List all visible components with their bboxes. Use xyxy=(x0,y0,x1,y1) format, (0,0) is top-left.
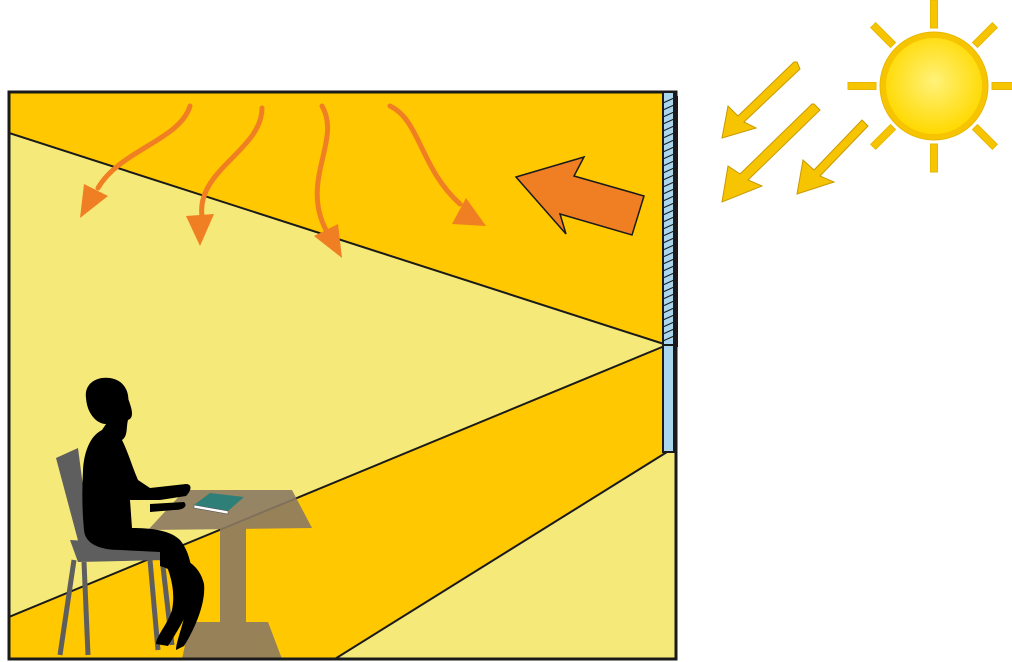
louver-slat xyxy=(662,265,675,272)
louver-slat xyxy=(662,328,675,335)
louver-slat xyxy=(662,286,675,293)
louver-slat xyxy=(662,279,675,286)
sunlight-ray-arrow xyxy=(721,103,821,203)
louver-slat xyxy=(662,188,675,195)
diffused-light-arrow xyxy=(95,103,193,191)
louver-slat xyxy=(662,258,675,265)
louvered-clerestory-window xyxy=(662,91,678,347)
louver-slat xyxy=(662,237,675,244)
louver-slat xyxy=(662,216,675,223)
louver-slat xyxy=(662,321,675,328)
louver-slat xyxy=(662,209,675,216)
louver-slat xyxy=(662,125,675,132)
louver-slat xyxy=(662,272,675,279)
louver-slat xyxy=(662,230,675,237)
louver-slat xyxy=(662,153,675,160)
louver-slat xyxy=(662,174,675,181)
arrow-head xyxy=(314,224,342,258)
louver-slat xyxy=(662,195,675,202)
sun-ray xyxy=(847,82,877,90)
diffused-light-arrow xyxy=(314,103,331,233)
louver-slat xyxy=(662,335,675,342)
sun-ray xyxy=(930,143,938,173)
light-wedge-lower xyxy=(334,452,676,659)
sun-ray xyxy=(870,22,897,49)
louver-slat xyxy=(662,300,675,307)
sun-disc xyxy=(886,38,982,134)
sun-ray xyxy=(971,123,998,150)
louver-slat xyxy=(662,132,675,139)
louver-slat xyxy=(662,223,675,230)
room-section xyxy=(9,92,676,659)
louver-slat xyxy=(662,160,675,167)
louver-slat xyxy=(662,111,675,118)
louver-slat xyxy=(662,146,675,153)
sun-ray xyxy=(971,22,998,49)
louver-slat xyxy=(662,307,675,314)
room-outline xyxy=(7,90,678,661)
arrow-head xyxy=(452,198,486,226)
louver-slat xyxy=(662,167,675,174)
light-boundary-line xyxy=(9,344,668,618)
sunlight-ray-arrow xyxy=(796,119,869,195)
sunlight-ray-arrow xyxy=(721,61,801,139)
louver-slat xyxy=(662,251,675,258)
louver-slat xyxy=(662,244,675,251)
louver-slat xyxy=(662,314,675,321)
light-boundary-line xyxy=(332,451,668,659)
incoming-sun-rays xyxy=(721,61,869,203)
diffused-light-arrow xyxy=(387,103,463,207)
book xyxy=(193,493,244,515)
desk xyxy=(148,490,312,659)
sun-ray xyxy=(930,0,938,29)
louver-slat xyxy=(662,181,675,188)
louver-slat xyxy=(662,293,675,300)
louver-slat xyxy=(662,118,675,125)
sun-icon xyxy=(847,0,1012,173)
diffused-light-arrow xyxy=(199,105,265,219)
louver-slat xyxy=(662,97,675,104)
louver-slat xyxy=(662,104,675,111)
arrow-head xyxy=(80,184,108,218)
reflected-light-arrow xyxy=(514,155,645,236)
diffused-light-arrows xyxy=(80,103,486,258)
louver-slat xyxy=(662,202,675,209)
sun-ray xyxy=(991,82,1012,90)
seated-person xyxy=(82,377,205,650)
sun-ray xyxy=(870,123,897,150)
arrow-head xyxy=(186,214,214,246)
view-window xyxy=(662,344,675,453)
louver-slat xyxy=(662,139,675,146)
